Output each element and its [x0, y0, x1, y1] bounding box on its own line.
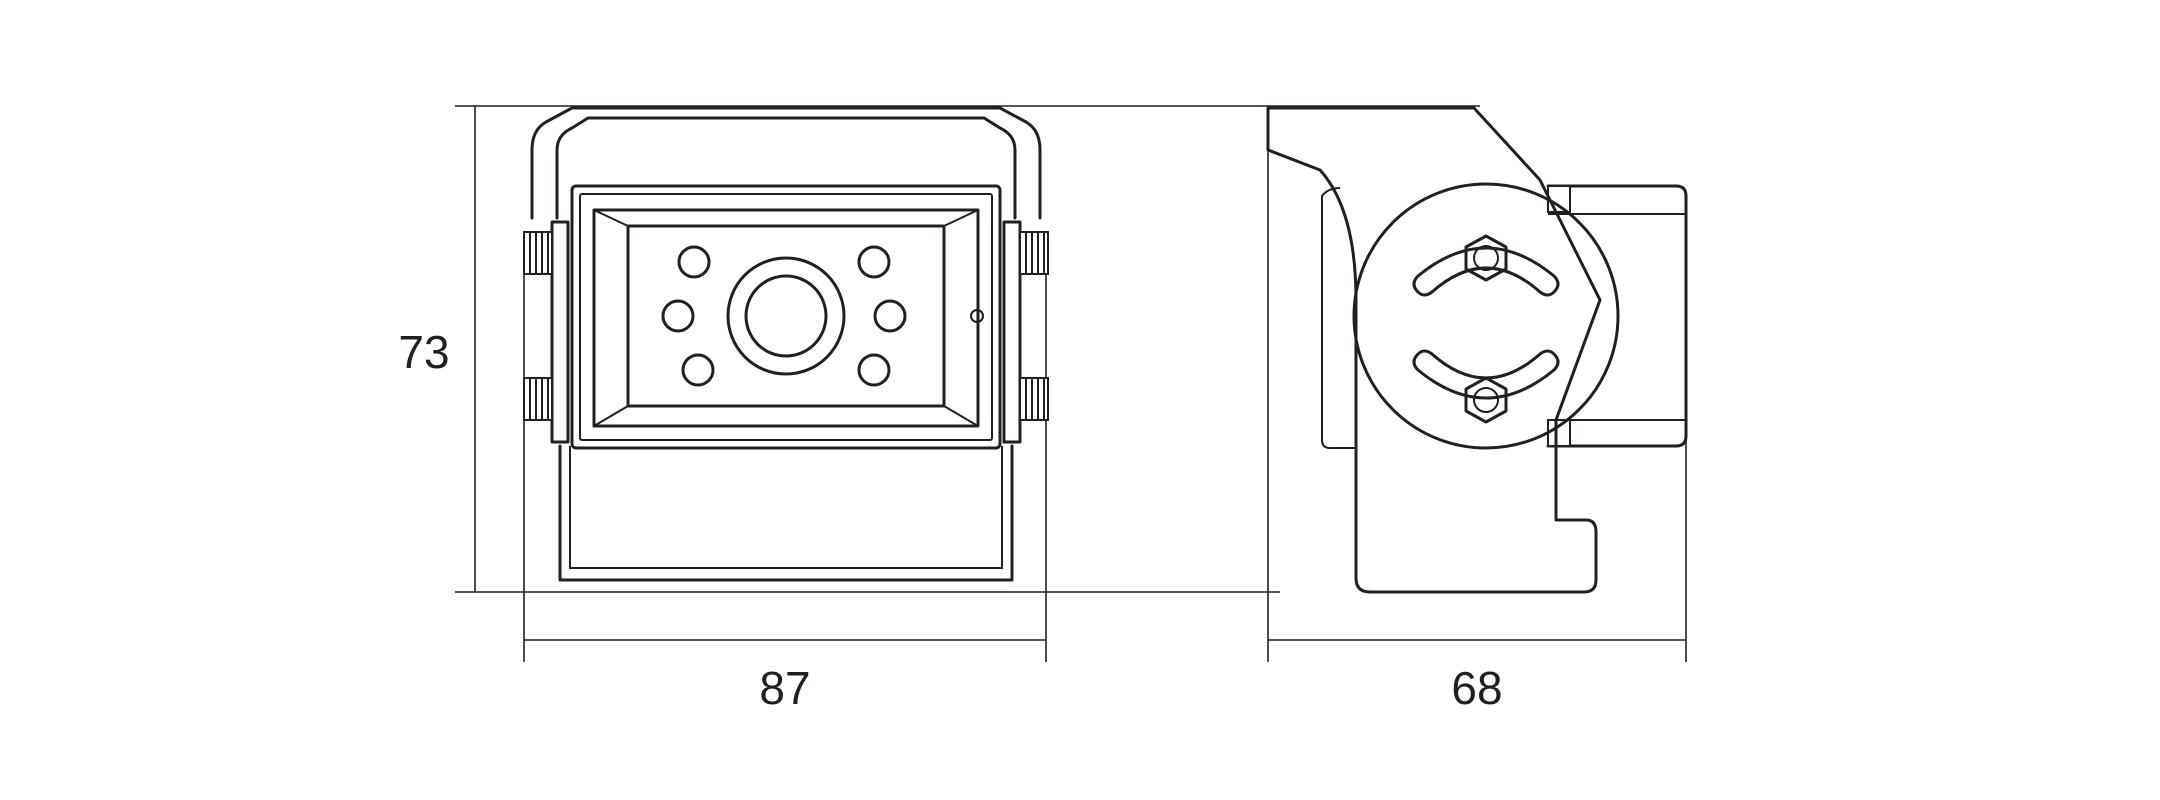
hex-bolt-icon [1464, 376, 1508, 424]
side-knob-top [1547, 185, 1571, 213]
ir-led-icon [681, 353, 715, 387]
depth-dimension-label: 68 [1451, 662, 1502, 714]
camera-lens-inner [744, 274, 828, 358]
mounting-bracket [530, 106, 1042, 220]
camera-side-view [1266, 106, 1688, 594]
adjustment-slot-bottom [1412, 349, 1560, 400]
hex-bolt-bottom [1464, 376, 1508, 424]
ir-led-icon [873, 299, 907, 333]
camera-front-view [523, 106, 1049, 582]
ir-led-icon [857, 353, 891, 387]
dimension-lines [455, 105, 1687, 662]
ir-leds [661, 245, 907, 387]
side-bracket-inner [1321, 187, 1356, 449]
adjustment-slot-top [1412, 246, 1560, 297]
front-knobs [523, 231, 1049, 421]
knob-ridges [529, 232, 1045, 420]
camera-bezel-inner [626, 224, 946, 408]
bezel-corner-lines [593, 209, 979, 427]
camera-lower-body-inner [569, 446, 1003, 569]
side-knob-bottom [1547, 419, 1571, 447]
ir-led-icon [857, 245, 891, 279]
camera-lower-body [558, 444, 1014, 582]
bolt-washer [1473, 387, 1499, 413]
ir-led-icon [661, 299, 695, 333]
side-housing [1546, 184, 1688, 448]
pivot-disk [1352, 182, 1620, 450]
side-bracket [1266, 106, 1602, 594]
hex-bolt-top [1464, 234, 1508, 282]
bracket-right-plate [1002, 220, 1022, 444]
camera-bezel-outer [592, 208, 980, 428]
camera-housing-inner [579, 193, 993, 441]
ir-led-icon [677, 245, 711, 279]
hex-bolt-icon [1464, 234, 1508, 282]
height-dimension-label: 73 [398, 326, 449, 378]
width-dimension-label: 87 [759, 662, 810, 714]
bracket-left-plate [550, 220, 570, 444]
camera-lens-outer [726, 256, 846, 376]
light-sensor-icon [970, 309, 984, 323]
bolt-washer [1473, 245, 1499, 271]
camera-housing [570, 184, 1002, 450]
